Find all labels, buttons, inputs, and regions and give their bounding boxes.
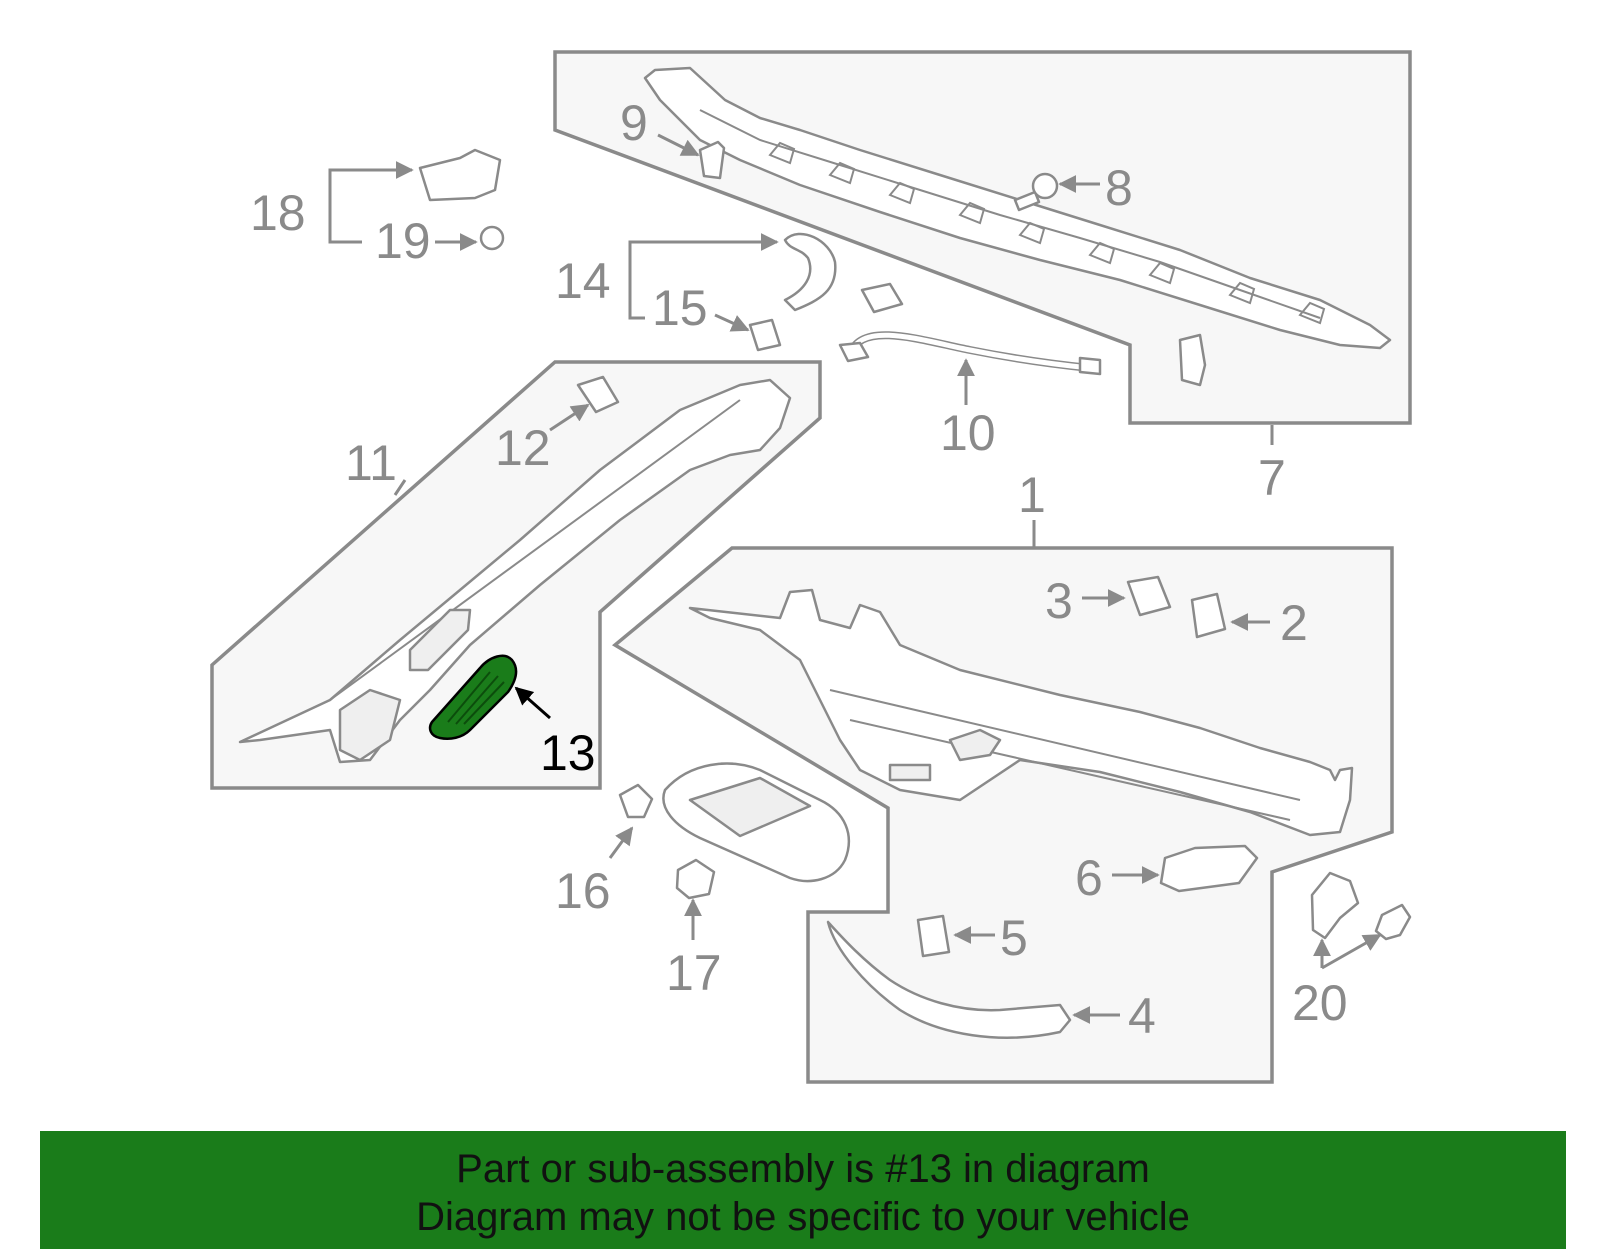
callout-16: 16 [555, 863, 611, 919]
part-6-lamp [1159, 844, 1259, 893]
info-banner: Part or sub-assembly is #13 in diagram D… [40, 1131, 1566, 1249]
group-box-1 [611, 546, 1394, 1084]
part-9-clip [698, 140, 726, 180]
part-12-clip [576, 375, 620, 414]
callout-9: 9 [620, 95, 648, 151]
callout-4: 4 [1128, 988, 1156, 1044]
callout-20: 20 [1292, 975, 1348, 1031]
callout-8: 8 [1105, 160, 1133, 216]
part-8-screw [1013, 172, 1059, 212]
callout-17: 17 [666, 945, 722, 1001]
callout-6: 6 [1075, 850, 1103, 906]
callout-1: 1 [1018, 467, 1046, 523]
callout-2: 2 [1280, 595, 1308, 651]
part-10-wire-harness [838, 282, 1102, 376]
callout-11: 11 [345, 435, 397, 491]
callout-3: 3 [1045, 573, 1073, 629]
part-13-highlighted [428, 654, 518, 740]
callout-19: 19 [375, 213, 431, 269]
callout-7: 7 [1258, 450, 1286, 506]
callout-13: 13 [540, 725, 596, 781]
callout-12: 12 [495, 420, 551, 476]
parts-diagram: 9 8 10 7 18 19 14 15 12 11 [210, 50, 1412, 1084]
part-16-sun-visor [618, 762, 851, 883]
headliner-part [688, 588, 1354, 837]
part-3-clip [1126, 575, 1172, 617]
part-2-clip [1190, 592, 1227, 639]
callout-18: 18 [250, 185, 306, 241]
banner-line-1: Part or sub-assembly is #13 in diagram [456, 1147, 1150, 1191]
part-5-clip [916, 914, 951, 958]
callout-5: 5 [1000, 910, 1028, 966]
callout-14: 14 [555, 253, 611, 309]
banner-line-2: Diagram may not be specific to your vehi… [416, 1195, 1190, 1239]
part-15-clip [748, 318, 782, 352]
part-20-hinges [1310, 871, 1412, 941]
part-18-bracket [418, 148, 502, 202]
pillar-trim-part [238, 378, 792, 764]
part-17-clip [675, 858, 716, 900]
part-4-console [826, 920, 1072, 1039]
callout-15: 15 [652, 280, 708, 336]
part-19-plug [479, 225, 505, 251]
part-14-grab-handle [783, 232, 837, 312]
callout-10: 10 [940, 405, 996, 461]
